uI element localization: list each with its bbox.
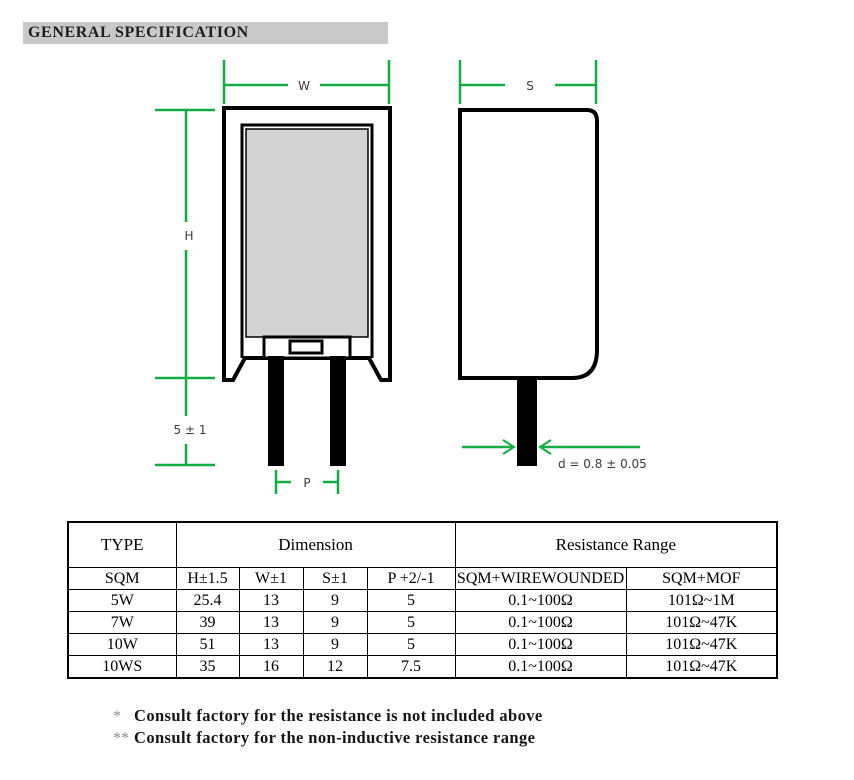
front-view-dimensions: W H 5 ± 1 P <box>155 60 391 494</box>
wirewound-column-header: SQM+WIREWOUNDED <box>454 567 627 590</box>
mof-range-cell: 101Ω~1M <box>625 589 778 612</box>
h-cell: 51 <box>175 633 240 656</box>
s-column-header: S±1 <box>302 567 368 590</box>
footnote-marker: ** <box>113 730 129 747</box>
lead-base-window <box>288 339 324 355</box>
table-header-row: TYPE Dimension Resistance Range <box>67 521 778 568</box>
w-column-header: W±1 <box>238 567 304 590</box>
p-cell: 5 <box>366 611 456 634</box>
footnote: * Consult factory for the resistance is n… <box>113 706 543 726</box>
table-row: 5W 25.4 13 9 5 0.1~100Ω 101Ω~1M <box>67 589 778 612</box>
lead-diameter-arrowhead-right <box>538 439 552 455</box>
type-header: TYPE <box>67 521 177 568</box>
s-cell: 9 <box>302 633 368 656</box>
wirewound-range-cell: 0.1~100Ω <box>454 655 627 679</box>
h-column-header: H±1.5 <box>175 567 240 590</box>
wirewound-range-cell: 0.1~100Ω <box>454 633 627 656</box>
lead-right <box>330 356 346 466</box>
side-body-outline <box>458 108 599 380</box>
lead-left <box>268 356 284 466</box>
section-header: GENERAL SPECIFICATION <box>23 22 388 44</box>
type-cell: 7W <box>67 611 177 634</box>
p-cell: 5 <box>366 633 456 656</box>
specification-table: TYPE Dimension Resistance Range SQM H±1.… <box>67 521 779 679</box>
w-cell: 13 <box>238 589 304 612</box>
lead-diameter-label: d = 0.8 ± 0.05 <box>558 457 647 471</box>
width-label: W <box>298 79 310 93</box>
side-view <box>458 108 599 466</box>
s-cell: 9 <box>302 611 368 634</box>
footnote-marker: * <box>113 708 121 725</box>
height-label: H <box>184 229 193 243</box>
mof-range-cell: 101Ω~47K <box>625 655 778 679</box>
p-cell: 7.5 <box>366 655 456 679</box>
front-inner-frame <box>240 123 374 358</box>
dimension-header: Dimension <box>175 521 456 568</box>
mof-range-cell: 101Ω~47K <box>625 611 778 634</box>
resistor-element <box>245 128 369 338</box>
type-cell: 5W <box>67 589 177 612</box>
type-cell: 10W <box>67 633 177 656</box>
mof-range-cell: 101Ω~47K <box>625 633 778 656</box>
type-cell: 10WS <box>67 655 177 679</box>
lead-diameter-arrowhead-left <box>502 439 516 455</box>
p-cell: 5 <box>366 589 456 612</box>
mof-column-header: SQM+MOF <box>625 567 778 590</box>
wirewound-range-cell: 0.1~100Ω <box>454 589 627 612</box>
h-cell: 39 <box>175 611 240 634</box>
table-row: 10W 51 13 9 5 0.1~100Ω 101Ω~47K <box>67 633 778 656</box>
series-cell: SQM <box>67 567 177 590</box>
p-column-header: P +2/-1 <box>366 567 456 590</box>
front-view <box>222 106 392 466</box>
footnote-text: Consult factory for the resistance is no… <box>134 706 543 725</box>
table-row: 10WS 35 16 12 7.5 0.1~100Ω 101Ω~47K <box>67 655 778 679</box>
s-cell: 12 <box>302 655 368 679</box>
footnote: ** Consult factory for the non-inductive … <box>113 728 535 748</box>
w-cell: 13 <box>238 611 304 634</box>
lead-length-label: 5 ± 1 <box>174 423 207 437</box>
wirewound-range-cell: 0.1~100Ω <box>454 611 627 634</box>
w-cell: 16 <box>238 655 304 679</box>
w-cell: 13 <box>238 633 304 656</box>
component-drawing: W H 5 ± 1 P S <box>155 60 647 494</box>
side-lead <box>517 378 537 466</box>
table-subheader-row: SQM H±1.5 W±1 S±1 P +2/-1 SQM+WIREWOUNDE… <box>67 567 778 590</box>
table-row: 7W 39 13 9 5 0.1~100Ω 101Ω~47K <box>67 611 778 634</box>
h-cell: 25.4 <box>175 589 240 612</box>
thickness-label: S <box>526 79 534 93</box>
resistance-range-header: Resistance Range <box>454 521 778 568</box>
footnote-text: Consult factory for the non-inductive re… <box>134 728 536 747</box>
side-view-dimensions: S d = 0.8 ± 0.05 <box>458 60 647 471</box>
section-title: GENERAL SPECIFICATION <box>28 24 249 41</box>
pitch-label: P <box>303 476 310 490</box>
s-cell: 9 <box>302 589 368 612</box>
h-cell: 35 <box>175 655 240 679</box>
